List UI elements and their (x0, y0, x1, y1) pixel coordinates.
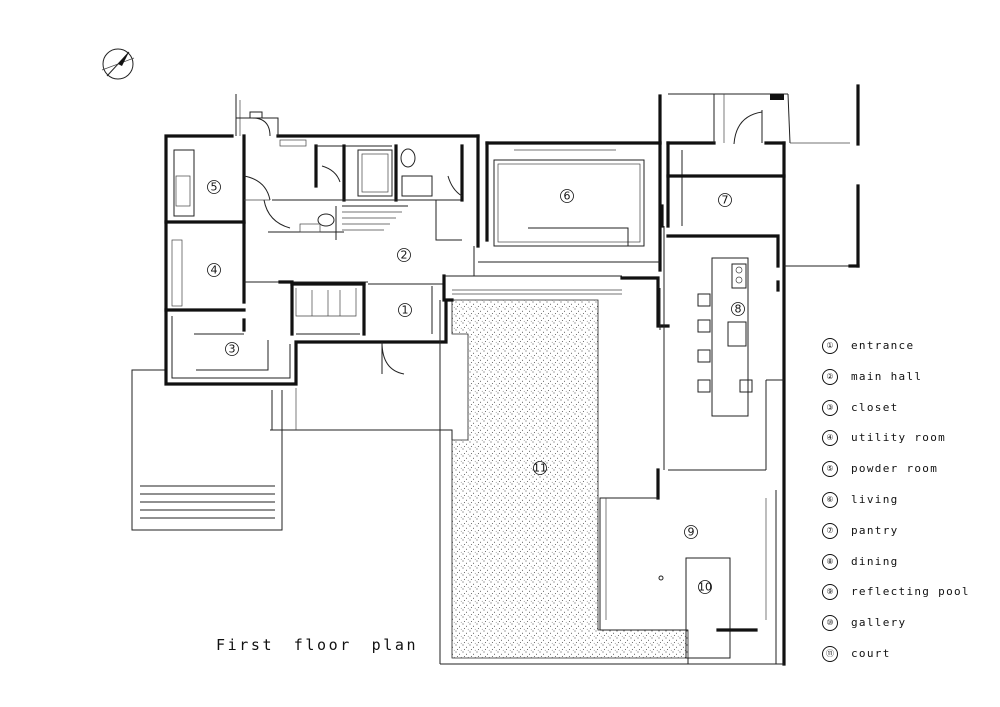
legend-label: utility room (851, 431, 947, 445)
doors (243, 110, 763, 375)
legend-item: ⑪ court (822, 645, 970, 677)
fixtures (171, 139, 433, 307)
svg-text:5: 5 (211, 181, 218, 194)
east-wing-walls (605, 150, 786, 659)
room-marker-entrance: 1 (398, 303, 412, 317)
room-marker-powder-room: 5 (207, 180, 221, 194)
north-arrow-icon (101, 48, 135, 80)
legend-label: dining (851, 554, 899, 568)
legend-label: gallery (851, 616, 907, 630)
legend-number: ⑪ (822, 645, 838, 662)
svg-text:3: 3 (229, 343, 236, 356)
room-marker-reflecting-pool: 9 (684, 525, 698, 539)
svg-text:11: 11 (533, 462, 547, 475)
legend-number: ⑤ (822, 461, 838, 478)
svg-text:10: 10 (698, 581, 712, 594)
legend-number: ① (822, 338, 838, 354)
legend-item: ① entrance (822, 338, 970, 369)
svg-text:6: 6 (564, 190, 571, 203)
northeast-terrace (668, 84, 860, 268)
legend-number: ⑨ (822, 584, 838, 601)
room-marker-utility-room: 4 (207, 263, 221, 277)
legend-item: ② main hall (822, 368, 970, 400)
svg-text:7: 7 (722, 194, 729, 207)
room-marker-pantry: 7 (718, 193, 732, 207)
svg-text:1: 1 (402, 304, 409, 317)
room-marker-main-hall: 2 (397, 248, 411, 262)
svg-text:9: 9 (688, 526, 695, 539)
legend-label: pantry (851, 523, 899, 537)
legend-item: ④ utility room (822, 430, 970, 461)
room-marker-dining: 8 (731, 302, 745, 316)
room-legend: ① entrance ② main hall ③ closet ④ utility ro… (822, 338, 970, 677)
svg-text:2: 2 (401, 249, 408, 262)
legend-label: powder room (851, 462, 939, 476)
legend-item: ⑨ reflecting pool (822, 584, 970, 615)
plan-title: First floor plan (216, 636, 419, 654)
legend-item: ⑤ powder room (822, 461, 970, 492)
legend-label: closet (851, 400, 899, 414)
legend-label: court (851, 646, 891, 660)
svg-text:8: 8 (735, 303, 742, 316)
entrance-porch (235, 94, 279, 136)
legend-label: entrance (851, 339, 915, 352)
court-area (451, 299, 689, 659)
west-terrace (131, 369, 453, 531)
legend-number: ⑥ (822, 491, 838, 508)
legend-number: ⑩ (822, 615, 838, 632)
legend-number: ④ (822, 430, 838, 447)
legend-item: ⑩ gallery (822, 615, 970, 646)
svg-text:4: 4 (211, 264, 218, 277)
legend-label: reflecting pool (851, 585, 970, 599)
legend-label: main hall (851, 369, 923, 383)
legend-number: ⑧ (822, 553, 838, 570)
legend-label: living (851, 492, 899, 506)
room-marker-gallery: 10 (698, 580, 712, 594)
room-marker-living: 6 (560, 189, 574, 203)
living-room-walls (452, 149, 660, 295)
room-marker-court: 11 (533, 461, 547, 475)
exterior-walls (164, 94, 786, 666)
room-marker-closet: 3 (225, 342, 239, 356)
legend-item: ⑧ dining (822, 553, 970, 585)
legend-item: ⑥ living (822, 491, 970, 523)
room-markers: 1 2 3 4 5 6 7 8 (207, 180, 745, 594)
legend-number: ② (822, 368, 838, 385)
legend-number: ⑦ (822, 522, 838, 539)
legend-number: ③ (822, 399, 838, 416)
legend-item: ⑦ pantry (822, 522, 970, 554)
legend-item: ③ closet (822, 399, 970, 431)
